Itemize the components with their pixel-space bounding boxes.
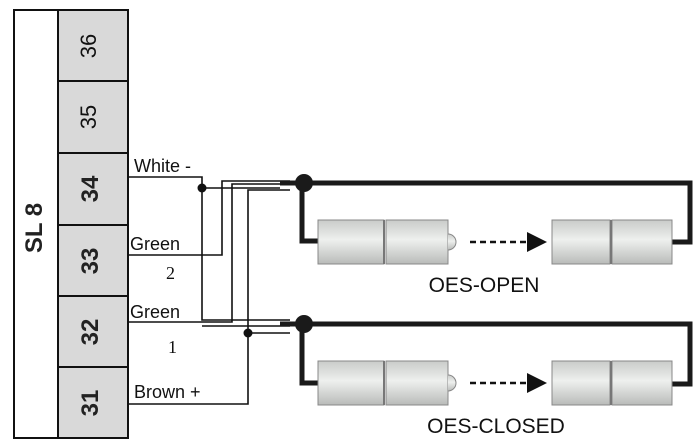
terminal-35: 35 xyxy=(57,80,129,154)
wire-label-green2: Green xyxy=(130,234,180,254)
terminal-36: 36 xyxy=(57,9,129,82)
cable-node-open xyxy=(295,174,313,192)
terminal-36-number: 36 xyxy=(76,34,101,58)
terminal-34-number: 34 xyxy=(77,175,104,202)
green2-wire xyxy=(128,180,290,256)
junction-dot-white xyxy=(197,183,207,193)
white-wire xyxy=(128,176,290,321)
terminal-33-number: 33 xyxy=(77,248,104,275)
sensor-open-receiver xyxy=(551,219,673,265)
block-label: SL 8 xyxy=(21,203,48,253)
terminal-32-number: 32 xyxy=(77,319,104,346)
brown-wire xyxy=(128,189,290,405)
terminal-31-number: 31 xyxy=(77,390,104,417)
terminal-34: 34 xyxy=(57,152,129,226)
cable-closed xyxy=(280,321,693,387)
wire-label-white: White - xyxy=(134,156,191,176)
sensor-open-label: OES-OPEN xyxy=(429,274,540,297)
wire-label-green1: Green xyxy=(130,302,180,322)
terminal-block: SL 8 36 35 34 33 32 31 xyxy=(13,9,129,439)
wires xyxy=(128,176,290,405)
wire-label-green2-num: 2 xyxy=(166,263,175,283)
wire-label-brown: Brown + xyxy=(134,382,201,402)
sensor-open-emitter xyxy=(317,219,457,265)
terminal-33: 33 xyxy=(57,224,129,297)
terminal-31: 31 xyxy=(57,366,129,439)
green1-wire xyxy=(128,183,290,323)
sensor-closed-label: OES-CLOSED xyxy=(427,415,565,438)
terminal-32: 32 xyxy=(57,295,129,368)
terminal-35-number: 35 xyxy=(76,105,101,129)
sensor-closed-emitter xyxy=(317,360,457,406)
wire-label-green1-num: 1 xyxy=(168,337,177,357)
sensor-open: OES-OPEN xyxy=(317,219,673,297)
cable-open xyxy=(280,180,693,245)
sensor-closed-receiver xyxy=(551,360,673,406)
junction-dot-brown xyxy=(243,328,253,338)
sensor-closed: OES-CLOSED xyxy=(317,360,673,438)
cable-node-closed xyxy=(295,315,313,333)
